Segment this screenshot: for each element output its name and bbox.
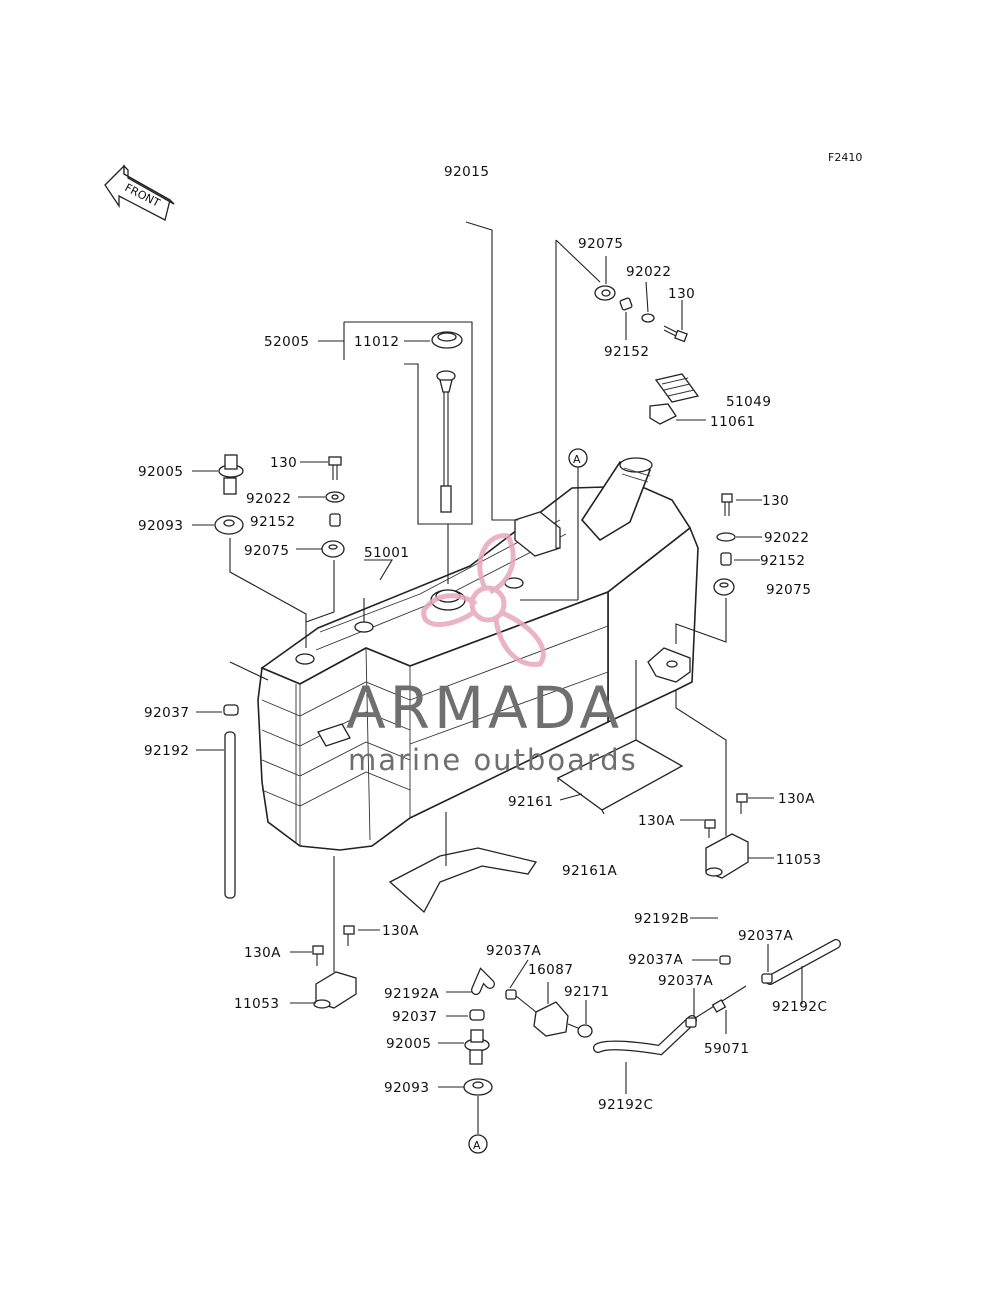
callout-92152c: 92152 <box>760 553 805 569</box>
hose-92192C-right <box>765 939 841 985</box>
callout-92161a: 92161A <box>562 863 617 879</box>
hose-92192 <box>224 731 236 899</box>
callout-92037a: 92037 <box>144 705 189 721</box>
callout-92075c: 92075 <box>766 582 811 598</box>
callout-92075b: 92075 <box>244 543 289 559</box>
bolt-130-right <box>721 493 733 516</box>
callout-92005b: 92005 <box>386 1036 431 1052</box>
callout-92161: 92161 <box>508 794 553 810</box>
bracket-11053-left <box>312 925 357 1009</box>
grommet-92093-left <box>214 515 244 535</box>
callout-92015: 92015 <box>444 164 489 180</box>
mount-92005-lower <box>464 1029 490 1065</box>
mount-92005-left <box>218 454 244 495</box>
callout-92005a: 92005 <box>138 464 183 480</box>
callout-92171: 92171 <box>564 984 609 1000</box>
grommet-92075-right <box>713 578 735 596</box>
callout-11053a: 11053 <box>776 852 821 868</box>
callout-16087: 16087 <box>528 962 573 978</box>
callout-52005: 52005 <box>264 334 309 350</box>
bolt-130-left <box>328 456 342 480</box>
washer-92022-left <box>325 491 345 503</box>
pad-92161 <box>556 739 684 815</box>
clamps-92037A <box>505 955 773 1028</box>
callout-92192c1: 92192C <box>772 999 827 1015</box>
callout-130a2: 130A <box>638 813 675 829</box>
callout-92093b: 92093 <box>384 1080 429 1096</box>
leader-lines <box>192 221 803 1134</box>
figure-code: F2410 <box>828 151 862 164</box>
callout-51049: 51049 <box>726 394 771 410</box>
ref-marker-bottom-label: A <box>473 1139 481 1152</box>
nut-92171 <box>577 1024 593 1038</box>
callout-92037a1: 92037A <box>486 943 541 959</box>
callout-92152a: 92152 <box>604 344 649 360</box>
callout-51001: 51001 <box>364 545 409 561</box>
callout-92192b: 92192B <box>634 911 689 927</box>
watermark-brand: ARMADA <box>346 674 623 742</box>
clamp-92037-lower <box>469 1009 485 1021</box>
callout-92152b: 92152 <box>250 514 295 530</box>
callout-92022a: 92022 <box>626 264 671 280</box>
callout-92192: 92192 <box>144 743 189 759</box>
callout-92037a4: 92037A <box>738 928 793 944</box>
collar-92152-right <box>720 552 732 566</box>
front-arrow-icon: FRONT <box>104 164 175 221</box>
callout-11061: 11061 <box>710 414 755 430</box>
bolt-130-top <box>663 325 688 343</box>
watermark-tagline: marine outboards <box>348 743 638 777</box>
callout-92192a: 92192A <box>384 986 439 1002</box>
callout-92037b: 92037 <box>392 1009 437 1025</box>
watermark: ARMADA marine outboards <box>346 533 638 777</box>
callout-92093a: 92093 <box>138 518 183 534</box>
fuel-tank-51001 <box>257 457 699 851</box>
callout-92037a2: 92037A <box>628 952 683 968</box>
callout-92022b: 92022 <box>246 491 291 507</box>
callout-92022c: 92022 <box>764 530 809 546</box>
collar-92152-left <box>329 513 341 527</box>
callout-11053b: 11053 <box>234 996 279 1012</box>
fuel-gauge-assembly <box>343 321 473 584</box>
grommet-92075-top <box>594 285 616 301</box>
callout-130a: 130 <box>668 286 695 302</box>
callout-92192c2: 92192C <box>598 1097 653 1113</box>
propeller-logo-icon <box>421 533 546 667</box>
grommet-92075-left <box>321 540 345 558</box>
hose-92192B <box>716 872 784 948</box>
washer-92022-right <box>716 532 736 542</box>
ref-marker-top: A <box>568 448 588 468</box>
neck-11061 <box>649 403 677 425</box>
hose-92192C-lower <box>593 1015 697 1056</box>
joint-59071 <box>691 985 747 1021</box>
pad-92161A <box>388 847 538 914</box>
collar-92152-top <box>619 297 633 311</box>
callout-130b: 130 <box>270 455 297 471</box>
hose-92192A <box>471 967 495 995</box>
callout-130c: 130 <box>762 493 789 509</box>
grommet-92093-lower <box>463 1078 493 1096</box>
callout-11012: 11012 <box>354 334 399 350</box>
clamp-92037-left <box>223 704 239 716</box>
ref-marker-top-label: A <box>573 453 581 466</box>
ref-marker-bottom: A <box>468 1134 488 1154</box>
callout-92037a3: 92037A <box>658 973 713 989</box>
callout-59071: 59071 <box>704 1041 749 1057</box>
callout-92075a: 92075 <box>578 236 623 252</box>
callout-130a1: 130A <box>778 791 815 807</box>
callout-130a3: 130A <box>382 923 419 939</box>
filter-16087 <box>515 995 579 1037</box>
bracket-11053-right <box>704 793 749 879</box>
callout-130a4: 130A <box>244 945 281 961</box>
washer-92022-top <box>641 313 655 323</box>
filler-cap-51049 <box>654 373 700 403</box>
